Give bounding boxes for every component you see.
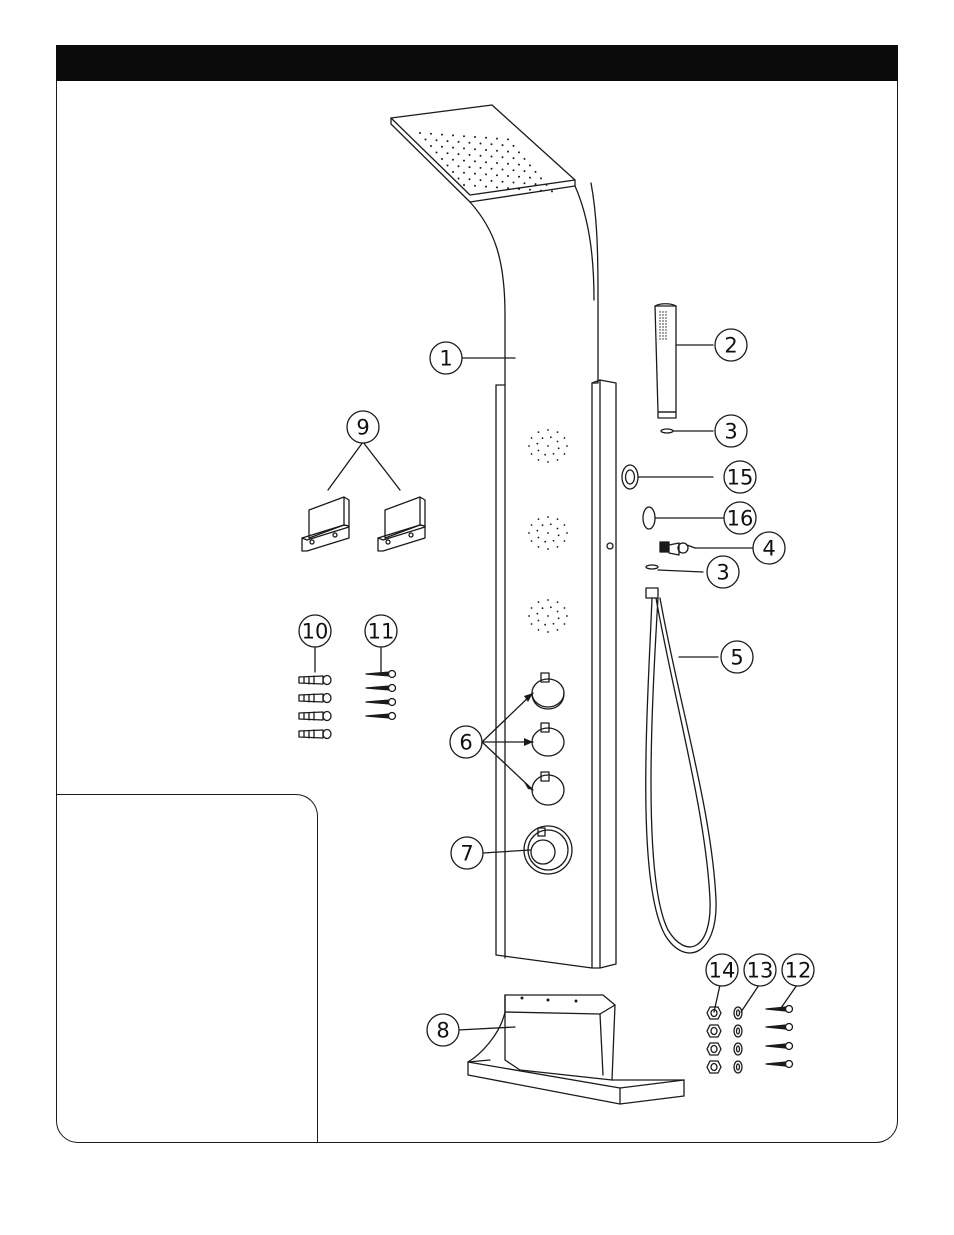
callout-c4: 4 bbox=[753, 532, 785, 564]
callout-c13: 13 bbox=[744, 954, 776, 986]
callout-c8: 8 bbox=[427, 1014, 459, 1046]
callout-c12: 12 bbox=[782, 954, 814, 986]
callout-label: 8 bbox=[436, 1019, 449, 1043]
callout-c16: 16 bbox=[724, 502, 756, 534]
callout-label: 3 bbox=[716, 561, 729, 585]
rain-head-holes bbox=[419, 132, 553, 192]
gasket-part bbox=[643, 507, 655, 529]
hose-part bbox=[646, 588, 716, 953]
wall-brackets-part bbox=[302, 497, 425, 551]
base-part bbox=[468, 995, 684, 1104]
hose-connector-part bbox=[660, 542, 695, 555]
callout-label: 15 bbox=[727, 466, 754, 490]
callout-c7: 7 bbox=[451, 837, 483, 869]
callout-c14: 14 bbox=[706, 954, 738, 986]
callout-label: 16 bbox=[727, 507, 754, 531]
callout-label: 2 bbox=[724, 334, 737, 358]
thermostatic-control bbox=[524, 826, 572, 874]
hand-shower-part bbox=[655, 304, 676, 418]
callout-label: 4 bbox=[762, 537, 775, 561]
callout-c6: 6 bbox=[450, 726, 482, 758]
callout-label: 11 bbox=[368, 620, 395, 644]
callout-label: 14 bbox=[709, 959, 736, 983]
callout-label: 6 bbox=[459, 731, 472, 755]
callout-label: 7 bbox=[460, 842, 473, 866]
callout-c9: 9 bbox=[347, 411, 379, 443]
callout-c2: 2 bbox=[715, 329, 747, 361]
callout-label: 13 bbox=[747, 959, 774, 983]
callout-c3a: 3 bbox=[715, 415, 747, 447]
callout-label: 10 bbox=[302, 620, 329, 644]
nuts-part bbox=[707, 1007, 721, 1073]
washers-part bbox=[734, 1007, 742, 1073]
bolts-part bbox=[766, 1006, 793, 1068]
diverter-knobs bbox=[532, 673, 564, 805]
callout-c1: 1 bbox=[430, 342, 462, 374]
washer-3a bbox=[661, 429, 673, 433]
callout-c10: 10 bbox=[299, 615, 331, 647]
arrowheads bbox=[524, 693, 533, 790]
callout-label: 1 bbox=[439, 347, 452, 371]
callout-c15: 15 bbox=[724, 461, 756, 493]
callout-label: 9 bbox=[356, 416, 369, 440]
callout-c3b: 3 bbox=[707, 556, 739, 588]
wall-anchors-part bbox=[299, 676, 331, 739]
washer-3b bbox=[646, 565, 658, 569]
wood-screws-part bbox=[366, 671, 396, 720]
flange-part bbox=[622, 465, 638, 489]
callout-c5: 5 bbox=[721, 641, 753, 673]
callout-label: 5 bbox=[730, 646, 743, 670]
callout-label: 12 bbox=[785, 959, 812, 983]
callout-c11: 11 bbox=[365, 615, 397, 647]
callout-label: 3 bbox=[724, 420, 737, 444]
body-spray-nozzles bbox=[528, 429, 568, 633]
